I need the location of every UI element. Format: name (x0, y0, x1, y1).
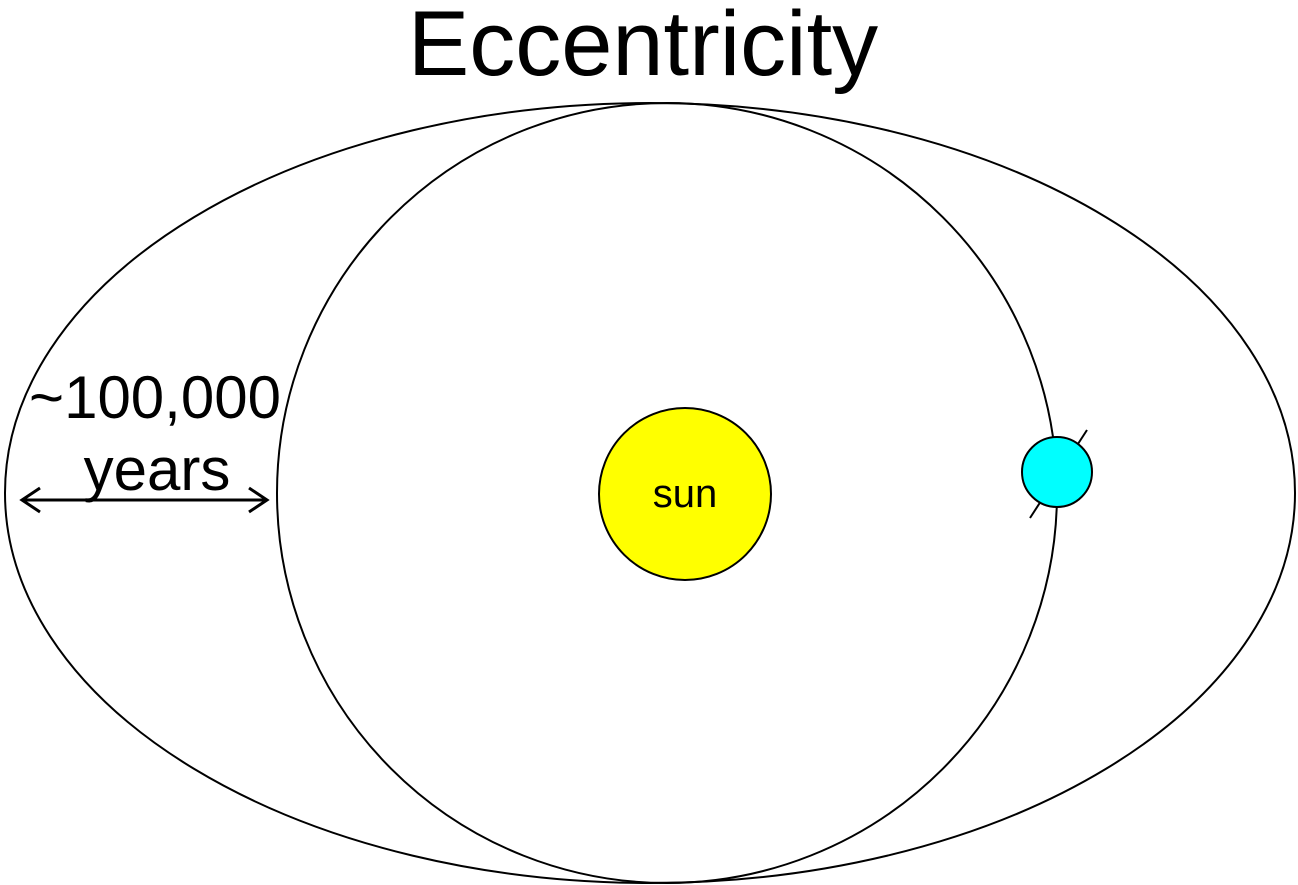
period-label-line2: years (84, 436, 231, 503)
sun-icon (599, 408, 771, 580)
earth-icon (1022, 437, 1092, 507)
earth-outline (1021, 436, 1093, 508)
sun-outline (598, 407, 772, 581)
double-arrow-icon (19, 486, 270, 514)
period-label-line1: ~100,000 (29, 364, 281, 431)
diagram-title: Eccentricity (408, 0, 878, 95)
sun-label: sun (653, 472, 718, 516)
